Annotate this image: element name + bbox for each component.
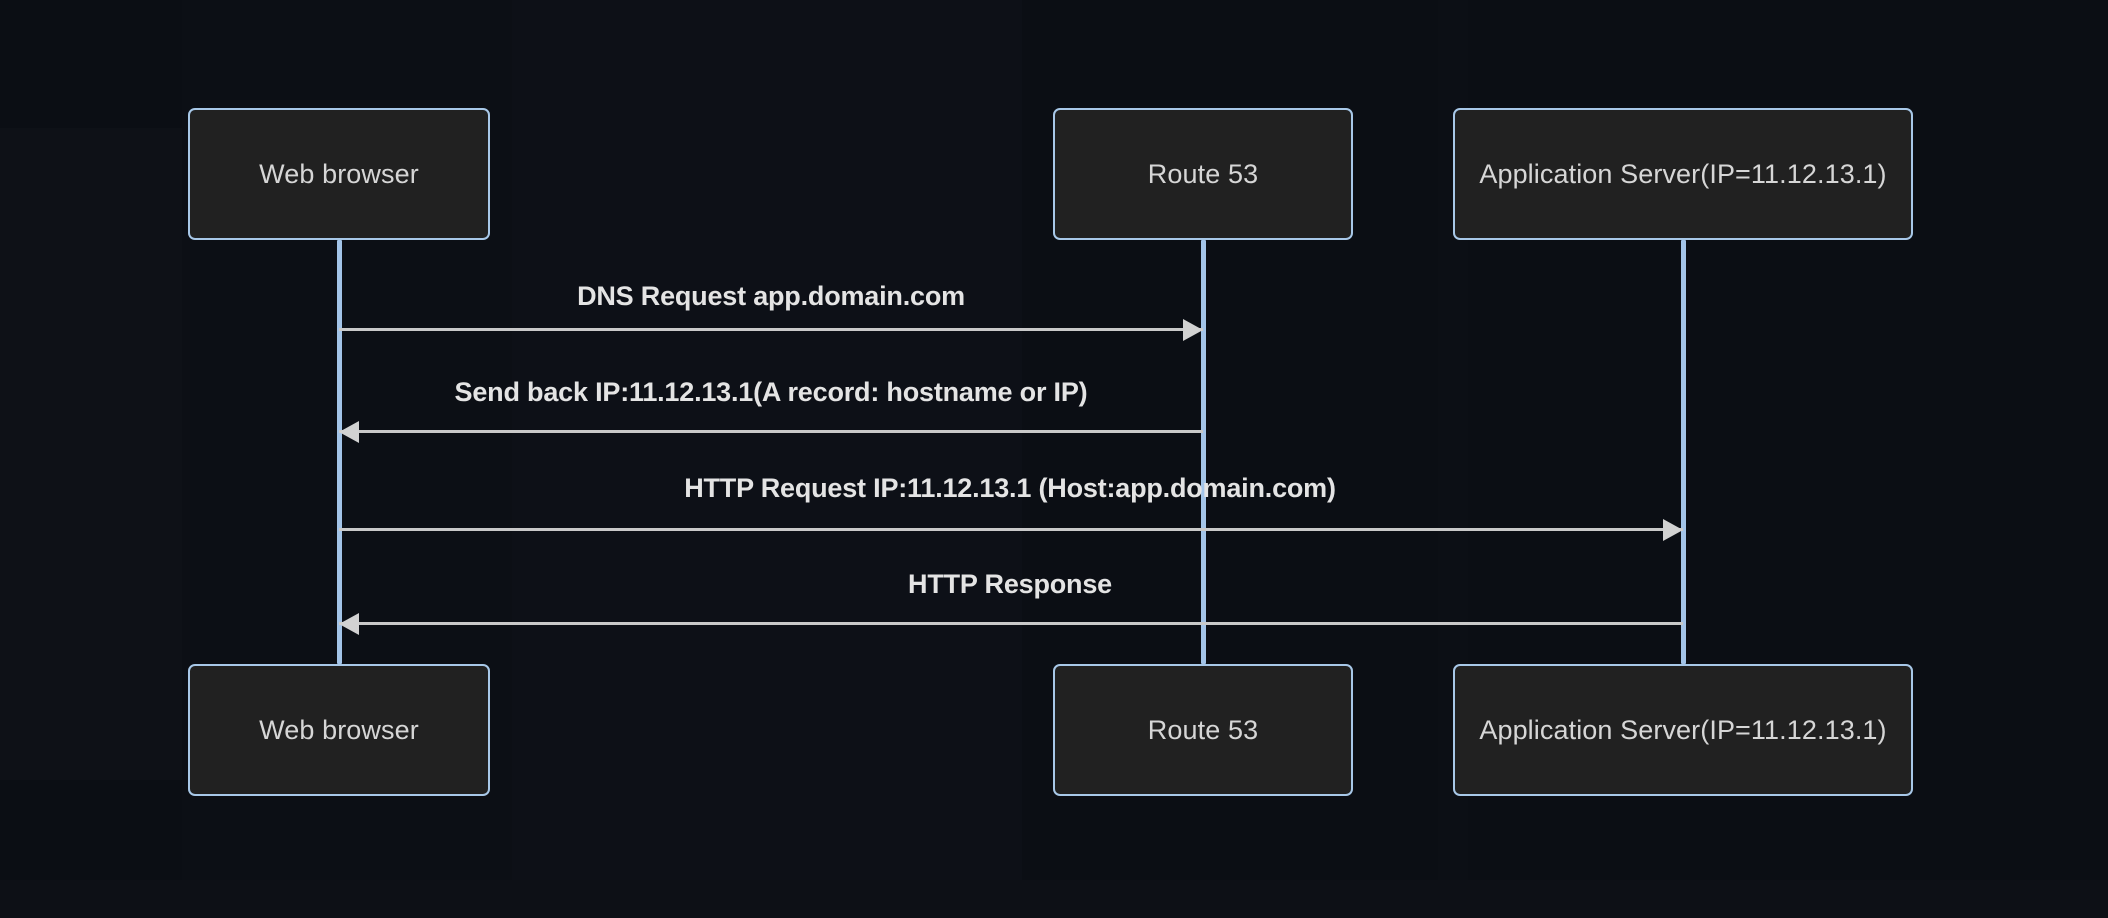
arrowhead-right-icon — [1183, 319, 1203, 341]
message-label-2: Send back IP:11.12.13.1(A record: hostna… — [454, 377, 1088, 407]
participant-box-route53-bottom[interactable]: Route 53 — [1053, 664, 1353, 796]
participant-label-browser: Web browser — [259, 714, 419, 745]
participant-label-route53: Route 53 — [1147, 158, 1259, 189]
participant-box-appserver-bottom[interactable]: Application Server(IP=11.12.13.1) — [1453, 664, 1913, 796]
background-band — [512, 0, 1022, 918]
participant-label-browser: Web browser — [259, 158, 419, 189]
participant-box-appserver-top[interactable]: Application Server(IP=11.12.13.1) — [1453, 108, 1913, 240]
participant-box-route53-top[interactable]: Route 53 — [1053, 108, 1353, 240]
message-line-4 — [339, 622, 1683, 625]
message-label-4: HTTP Response — [908, 569, 1112, 599]
background-band — [0, 128, 182, 780]
participant-label-appserver: Application Server(IP=11.12.13.1) — [1479, 714, 1887, 745]
arrowhead-right-icon — [1663, 519, 1683, 541]
message-line-2 — [339, 430, 1203, 433]
arrowhead-left-icon — [339, 421, 359, 443]
participant-box-browser-bottom[interactable]: Web browser — [188, 664, 490, 796]
message-label-1: DNS Request app.domain.com — [577, 281, 965, 311]
lifeline-appserver — [1681, 240, 1686, 664]
arrowhead-left-icon — [339, 613, 359, 635]
background-band — [0, 880, 2108, 918]
lifeline-route53 — [1201, 240, 1206, 664]
participant-box-browser-top[interactable]: Web browser — [188, 108, 490, 240]
lifeline-browser — [337, 240, 342, 664]
message-label-3: HTTP Request IP:11.12.13.1 (Host:app.dom… — [684, 473, 1336, 503]
participant-label-route53: Route 53 — [1147, 714, 1259, 745]
message-line-3 — [339, 528, 1683, 531]
message-line-1 — [339, 328, 1203, 331]
participant-label-appserver: Application Server(IP=11.12.13.1) — [1479, 158, 1887, 189]
